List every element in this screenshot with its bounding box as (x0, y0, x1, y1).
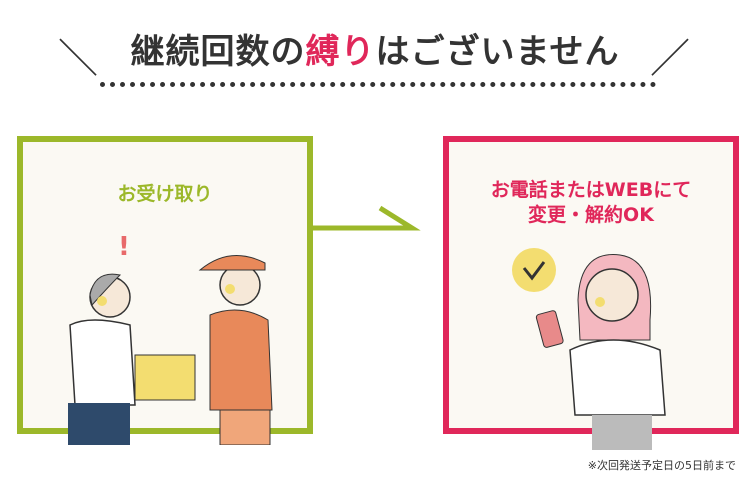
page-title: 継続回数の縛りはございません (0, 24, 750, 73)
footnote: ※次回発送予定日の5日前まで (587, 459, 736, 472)
check-bubble-icon (512, 248, 556, 292)
title-part2: はございません (375, 32, 620, 72)
title-part1: 継続回数の (130, 32, 306, 72)
svg-text:!: ! (118, 232, 130, 262)
left-slash: ＼ (58, 36, 98, 82)
dotted-underline (100, 82, 656, 87)
smartphone-woman-illustration (512, 248, 666, 450)
change-cancel-label: お電話またはWEBにて 変更・解約OK (449, 178, 733, 228)
receive-label: お受け取り (117, 183, 213, 205)
label-line1: お電話またはWEBにて (490, 179, 692, 201)
label-line2: 変更・解約OK (528, 204, 654, 226)
delivery-illustration: ! (68, 232, 273, 445)
title-accent: 縛り (305, 32, 376, 72)
right-slash: ／ (650, 36, 690, 82)
